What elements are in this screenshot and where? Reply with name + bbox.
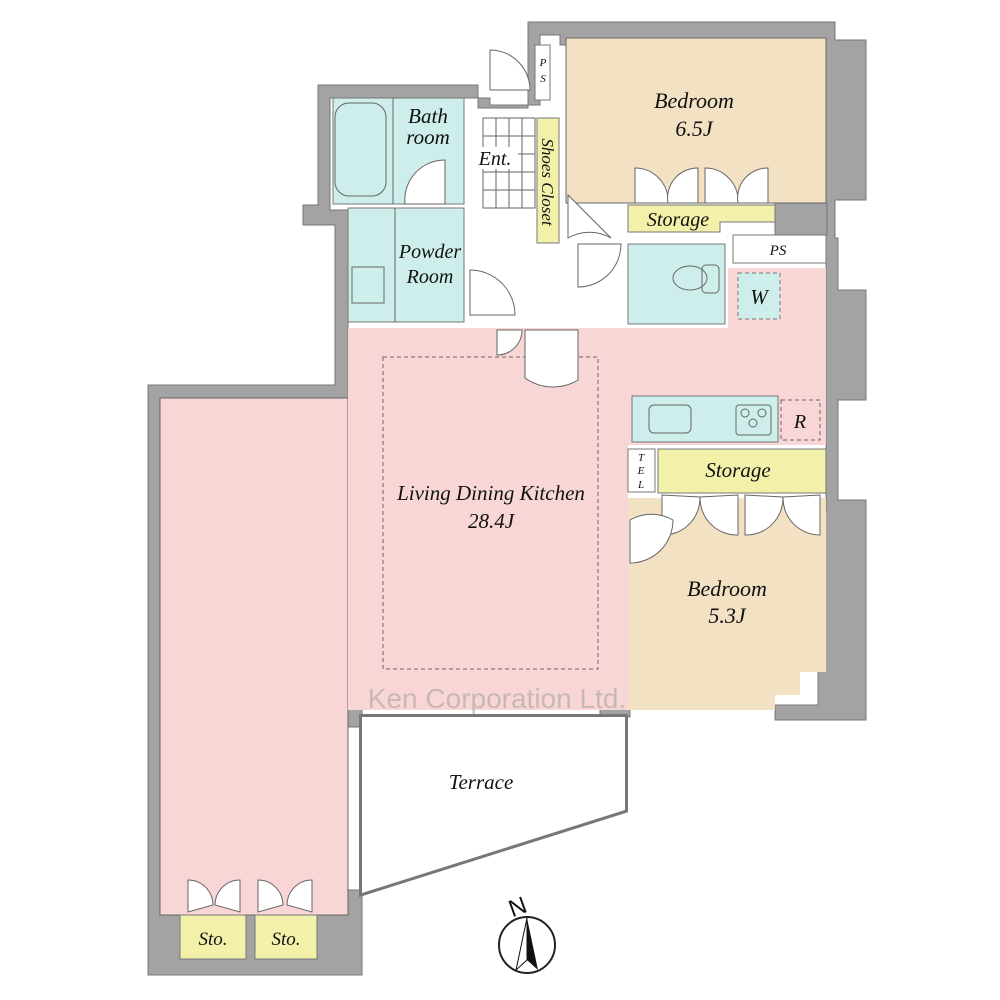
refrigerator-label: R: [793, 411, 806, 433]
storage-bedroom-1: [627, 204, 776, 233]
tel-label-t: T: [638, 452, 645, 464]
powder-room: [347, 207, 465, 323]
sto-2: [254, 914, 318, 960]
shoes-closet-label: Shoes Closet: [538, 138, 557, 227]
storage-bedroom-2-label: Storage: [705, 458, 770, 482]
sto-doors: [187, 879, 313, 913]
ldk-floor: [348, 268, 826, 710]
bedroom-2-size: 5.3J: [708, 603, 747, 628]
west-room-floor: [160, 398, 348, 915]
sto-1-label: Sto.: [198, 929, 227, 950]
entrance-label: Ent.: [478, 148, 512, 170]
bedroom-1-size: 6.5J: [675, 116, 714, 141]
bedroom-2-label: Bedroom: [687, 576, 767, 601]
powder-room-label-1: Powder: [398, 241, 461, 263]
washer-space: [737, 272, 781, 320]
terrace-label: Terrace: [449, 770, 514, 794]
bathroom-label-2: room: [406, 125, 450, 149]
toilet-room: [627, 243, 726, 325]
shoes-closet: [536, 117, 560, 244]
compass-icon: N: [498, 892, 556, 974]
door-ldk: [524, 329, 579, 388]
washbasin-icon: [351, 266, 385, 304]
ldk-size: 28.4J: [468, 509, 516, 533]
bedroom-1-label: Bedroom: [654, 88, 734, 113]
compass-north-label: N: [505, 892, 531, 923]
closet-doors-bedroom-1: [634, 167, 769, 204]
door-powder-room: [469, 269, 516, 316]
sto-1: [179, 914, 247, 960]
sto-2-label: Sto.: [271, 929, 300, 950]
bedroom-2-floor: [628, 498, 826, 710]
stove-icon: [735, 404, 772, 436]
entrance-door[interactable]: [489, 49, 531, 91]
storage-bedroom-2: [657, 448, 827, 494]
ps-top-label-1: P: [539, 57, 547, 69]
door-bathroom: [404, 159, 446, 205]
powder-room-label-2: Room: [406, 266, 454, 288]
ps-right-label: PS: [769, 243, 787, 259]
ldk-label: Living Dining Kitchen: [396, 481, 585, 505]
watermark: Ken Corporation Ltd.: [368, 683, 626, 714]
door-bedroom-1: [567, 193, 612, 239]
bathroom-label-1: Bath: [408, 104, 448, 128]
tel-label-l: L: [637, 479, 644, 491]
door-toilet: [577, 243, 622, 288]
refrigerator-space: [780, 399, 821, 441]
closet-doors-bedroom-2: [629, 494, 821, 564]
ldk-rug-outline: [382, 356, 599, 670]
sink-icon: [648, 404, 692, 434]
bathtub-icon: [334, 102, 387, 197]
ps-top-label-2: S: [540, 73, 546, 85]
washer-label: W: [750, 285, 770, 309]
toilet-icon: [672, 264, 720, 294]
storage-bedroom-1-label: Storage: [647, 209, 709, 231]
tel-label-e: E: [637, 465, 645, 477]
